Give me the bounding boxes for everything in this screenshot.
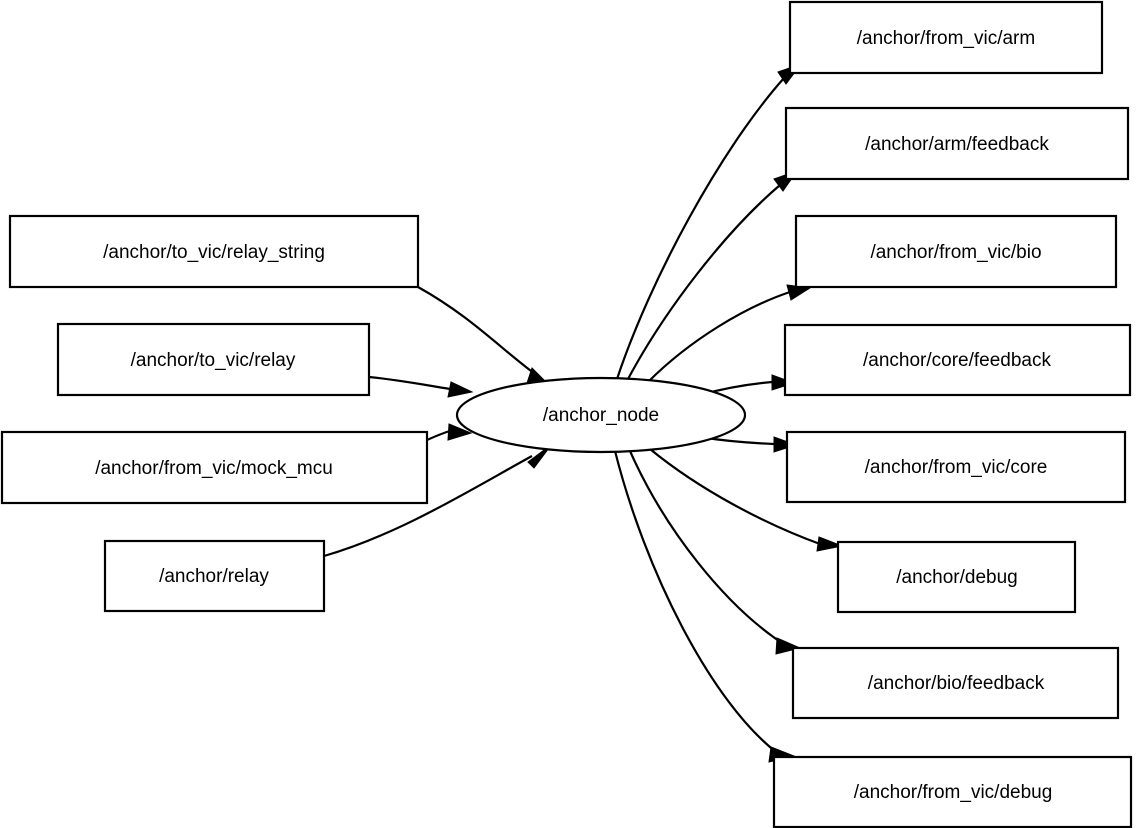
topic-node-from_vic_debug[interactable]: /anchor/from_vic/debug: [772, 755, 1133, 828]
edge-line: [323, 455, 533, 558]
node-label: /anchor/from_vic/core: [865, 457, 1048, 478]
node-rect[interactable]: [785, 430, 1127, 504]
node-rect[interactable]: [836, 540, 1077, 614]
node-label: /anchor/from_vic/debug: [854, 782, 1053, 803]
edge-line: [615, 77, 785, 380]
edge-anchor_node-to-arm_feedback: [627, 170, 799, 380]
topic-node-to_vic_relay[interactable]: /anchor/to_vic/relay: [56, 322, 371, 397]
node-ellipse[interactable]: [455, 376, 747, 454]
node-rect[interactable]: [791, 646, 1120, 720]
edge-line: [613, 450, 777, 753]
node-label: /anchor/debug: [896, 567, 1018, 588]
node-label: /anchor/to_vic/relay_string: [103, 242, 325, 263]
edge-anchor_node-to-from_vic_core: [699, 435, 798, 453]
topic-node-from_vic_arm[interactable]: /anchor/from_vic/arm: [788, 0, 1104, 75]
topic-node-from_vic_mock_mcu[interactable]: /anchor/from_vic/mock_mcu: [0, 430, 429, 505]
node-rect[interactable]: [788, 0, 1104, 75]
edge-line: [628, 450, 783, 644]
center-node-anchor_node[interactable]: /anchor_node: [455, 376, 747, 454]
node-rect[interactable]: [772, 755, 1133, 828]
node-rect[interactable]: [8, 214, 420, 289]
topic-node-to_vic_relay_string[interactable]: /anchor/to_vic/relay_string: [8, 214, 420, 289]
node-rect[interactable]: [794, 214, 1118, 289]
topic-node-from_vic_core[interactable]: /anchor/from_vic/core: [785, 430, 1127, 504]
node-label: /anchor/arm/feedback: [865, 134, 1049, 155]
edge-to_vic_relay_string-to-anchor_node: [417, 286, 554, 389]
node-label: /anchor/to_vic/relay: [131, 350, 296, 371]
edge-anchor_node-to-debug: [649, 448, 844, 552]
arrowhead-icon: [775, 637, 802, 655]
edge-line: [647, 290, 791, 383]
node-label: /anchor/bio/feedback: [868, 673, 1045, 694]
node-label: /anchor/core/feedback: [863, 350, 1052, 371]
subscriber-nodes: /anchor/from_vic/arm /anchor/arm/feedbac…: [772, 0, 1133, 828]
edge-anchor_node-to-from_vic_debug: [613, 450, 796, 763]
topic-node-bio_feedback[interactable]: /anchor/bio/feedback: [791, 646, 1120, 720]
edge-line: [368, 375, 451, 391]
edge-line: [417, 286, 536, 375]
edge-line: [426, 429, 451, 442]
edge-to_vic_relay-to-anchor_node: [368, 375, 474, 398]
edge-from_vic_mock_mcu-to-anchor_node: [426, 423, 473, 442]
edge-anchor_node-to-bio_feedback: [628, 450, 802, 655]
topic-node-from_vic_bio[interactable]: /anchor/from_vic/bio: [794, 214, 1118, 289]
node-label: /anchor/from_vic/bio: [870, 242, 1041, 263]
node-rect[interactable]: [0, 430, 429, 505]
topic-node-relay[interactable]: /anchor/relay: [103, 539, 326, 613]
node-label: /anchor/from_vic/mock_mcu: [95, 458, 333, 479]
arrowhead-icon: [447, 381, 474, 398]
topic-node-core_feedback[interactable]: /anchor/core/feedback: [783, 323, 1132, 397]
edge-line: [627, 184, 781, 380]
topic-node-debug[interactable]: /anchor/debug: [836, 540, 1077, 614]
arrowhead-icon: [816, 536, 844, 552]
topic-node-arm_feedback[interactable]: /anchor/arm/feedback: [784, 106, 1130, 181]
node-rect[interactable]: [56, 322, 371, 397]
arrowhead-icon: [771, 374, 796, 391]
node-label: /anchor_node: [543, 405, 659, 426]
node-rect[interactable]: [784, 106, 1130, 181]
node-label: /anchor/relay: [159, 566, 269, 587]
node-rect[interactable]: [103, 539, 326, 613]
node-label: /anchor/from_vic/arm: [857, 28, 1035, 49]
arrowhead-icon: [447, 423, 473, 441]
edge-anchor_node-to-from_vic_bio: [647, 284, 812, 383]
arrowhead-icon: [773, 436, 798, 453]
edge-line: [649, 448, 821, 546]
publisher-nodes: /anchor/to_vic/relay_string /anchor/to_v…: [0, 214, 429, 613]
node-rect[interactable]: [783, 323, 1132, 397]
